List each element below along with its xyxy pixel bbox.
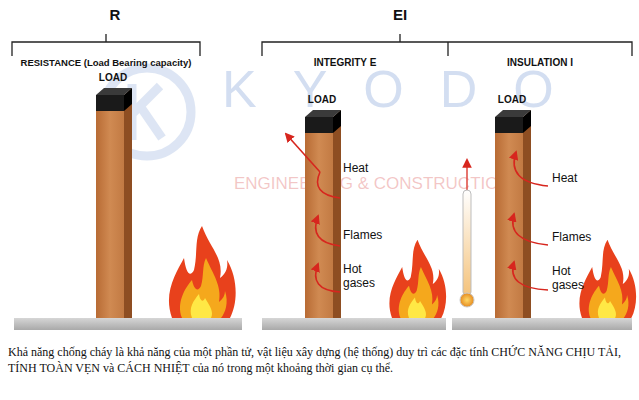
gas-arrow [513,262,548,290]
ground-slab [452,318,632,330]
thermometer-bulb [460,293,474,307]
column-side [124,88,132,318]
watermark: KYODO [222,60,590,120]
column-front [305,117,333,318]
flame [169,226,236,318]
thermometer-tube [463,190,471,296]
bracket [262,34,632,56]
ground-slab [262,318,446,330]
load-label: LOAD [308,94,336,106]
flame-arrow [513,214,548,245]
ground-slab [14,318,242,330]
flame-arrow [316,216,340,246]
group-heading: EI [393,6,407,23]
column-side [333,110,341,318]
column-cap [96,95,124,111]
caption: Khả năng chống cháy là khả năng của một … [8,344,633,376]
criterion-heading: INTEGRITY E [314,57,377,69]
column-cap [495,117,523,133]
column [305,110,341,318]
arrow-label: Heat [343,162,368,176]
arrow-label: Hot gases [343,263,379,291]
load-label: LOAD [498,94,526,106]
arrow-label: Hot gases [552,265,588,293]
group-heading: R [110,6,121,23]
flame [579,240,636,318]
heat-arrows [513,152,548,290]
gas-arrow [316,264,340,292]
logo-mark [132,84,162,140]
criterion-heading: INSULATION I [507,57,573,69]
load-label: LOAD [99,72,127,84]
column-front [495,117,523,318]
column-front [96,95,124,318]
heat-arrow [318,172,341,198]
criterion-heading: RESISTANCE (Load Bearing capacity) [21,58,192,69]
arrow-label: Heat [552,172,577,186]
heat-escape-arrow [286,134,320,172]
bracket [12,34,200,56]
arrow-label: Flames [343,229,382,243]
flame [389,240,446,318]
column-cap [96,88,132,95]
column [96,88,132,318]
heat-arrows [286,134,340,292]
arrow-label: Flames [552,231,591,245]
heat-arrow [514,152,548,186]
column-cap [305,117,333,133]
